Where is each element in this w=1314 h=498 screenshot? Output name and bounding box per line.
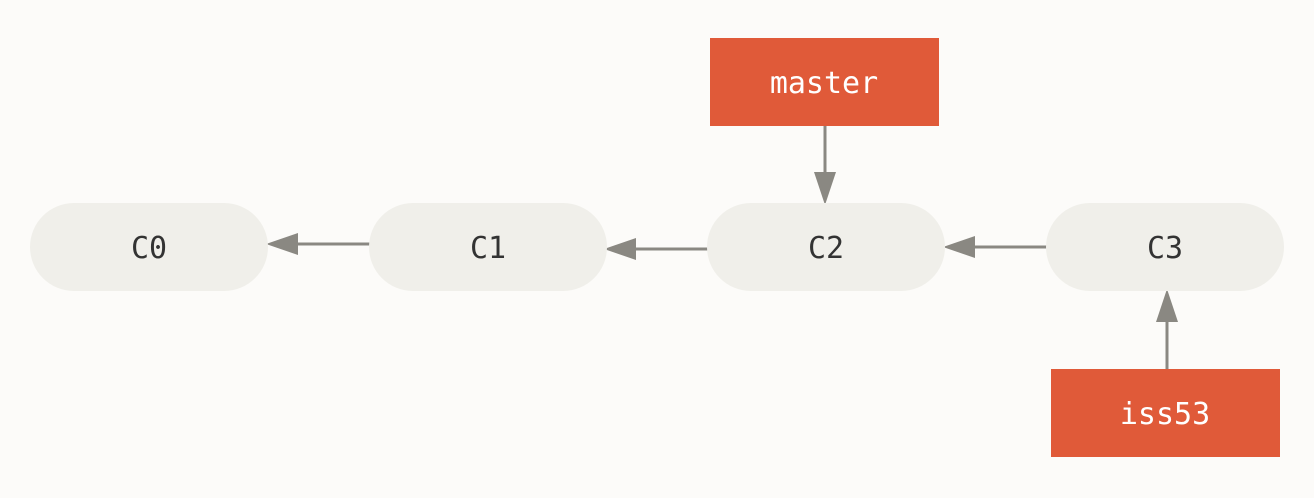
branch-label: iss53 <box>1120 397 1210 432</box>
arrow-head <box>604 238 636 260</box>
commit-shape <box>1046 203 1284 291</box>
arrow-head <box>1156 289 1178 322</box>
branch-master[interactable]: master <box>710 38 939 126</box>
branch-iss53[interactable]: iss53 <box>1051 369 1280 457</box>
commit-label: C3 <box>1147 231 1183 266</box>
branch-pointer-iss53 <box>1156 289 1178 369</box>
arrow-head <box>266 233 298 255</box>
parent-link-c2-c1 <box>604 238 722 260</box>
commit-shape <box>369 203 607 291</box>
commit-c0[interactable]: C0 <box>30 203 268 291</box>
branch-pointer-master <box>814 126 836 205</box>
commit-c1[interactable]: C1 <box>369 203 607 291</box>
arrow-head <box>814 172 836 205</box>
commit-label: C1 <box>470 231 506 266</box>
branch-shape <box>1051 369 1280 457</box>
commit-c2[interactable]: C2 <box>707 203 945 291</box>
arrow-head <box>943 236 975 258</box>
branch-shape <box>710 38 939 126</box>
commit-shape <box>707 203 945 291</box>
parent-link-c1-c0 <box>266 233 384 255</box>
commit-label: C2 <box>808 231 844 266</box>
parent-link-c3-c2 <box>943 236 1047 258</box>
commit-shape <box>30 203 268 291</box>
branch-label: master <box>770 66 878 101</box>
commit-label: C0 <box>131 231 167 266</box>
commit-c3[interactable]: C3 <box>1046 203 1284 291</box>
